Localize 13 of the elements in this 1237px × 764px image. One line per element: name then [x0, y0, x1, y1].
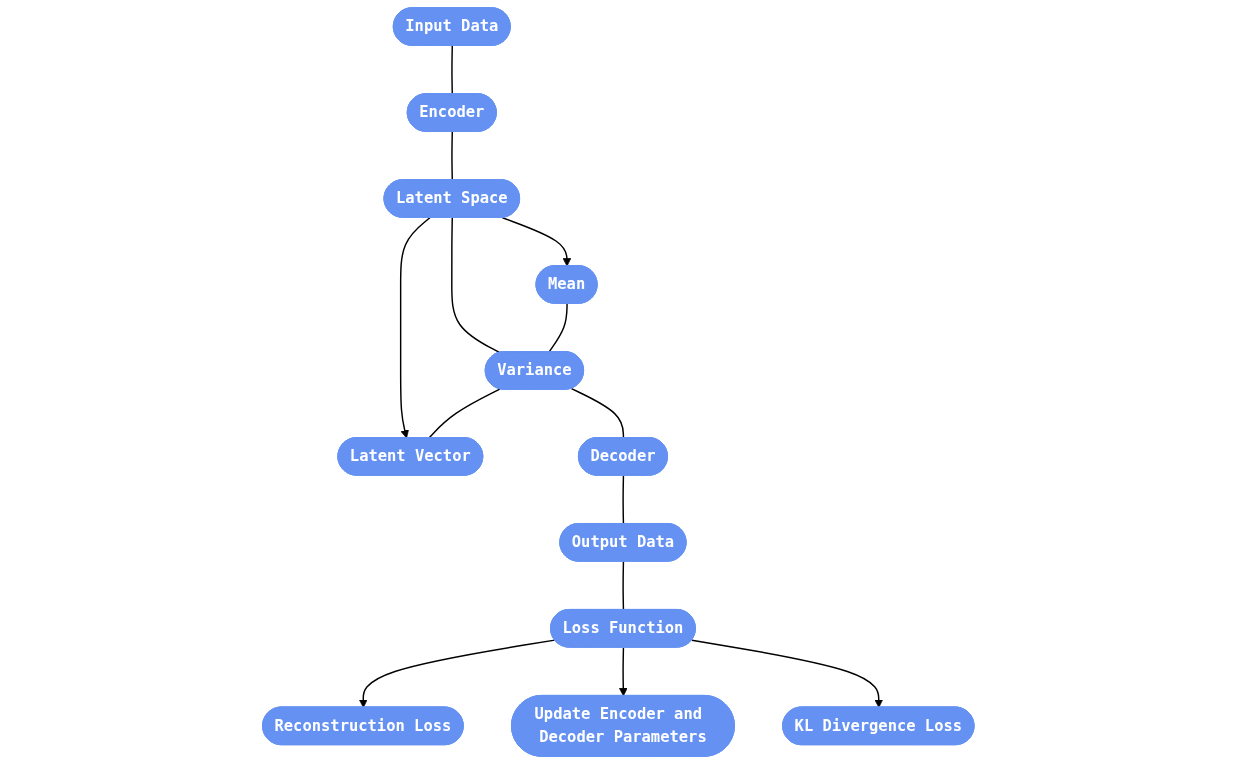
- arrow: [619, 646, 628, 697]
- connector: [451, 45, 454, 95]
- connector: [451, 217, 501, 354]
- arrow: [501, 217, 572, 267]
- connector: [428, 388, 501, 439]
- connector: [622, 560, 625, 611]
- connector: [548, 303, 568, 353]
- connector: [451, 131, 454, 181]
- arrow: [691, 639, 884, 708]
- arrow: [400, 217, 431, 439]
- connector: [570, 387, 625, 439]
- arrow: [359, 639, 556, 708]
- connector: [622, 474, 625, 525]
